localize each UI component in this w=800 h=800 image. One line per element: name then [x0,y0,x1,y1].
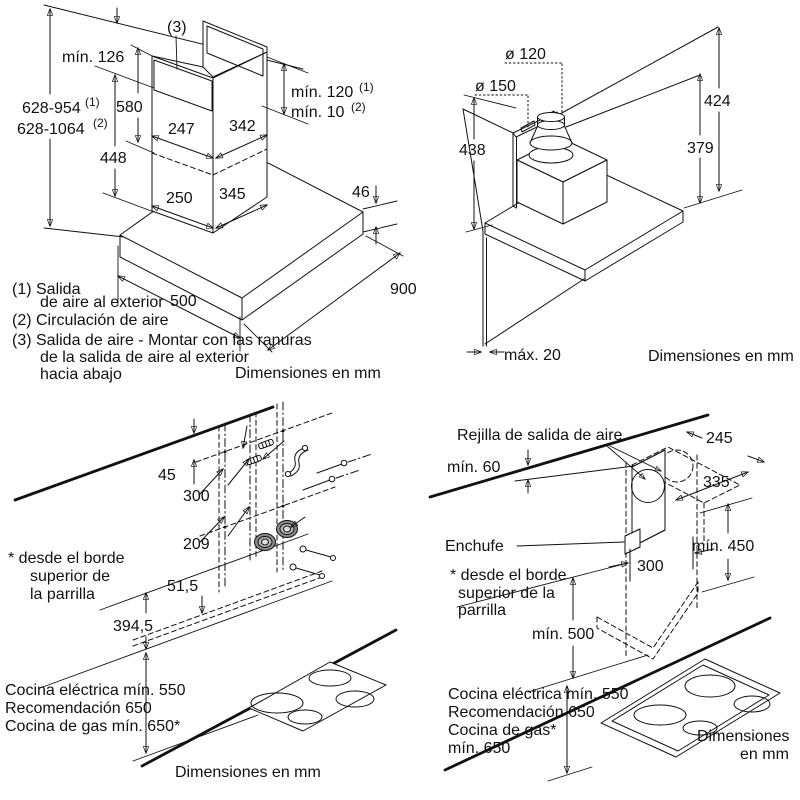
tl-dim-580: 580 [116,99,143,116]
br-units-note-line1: Dimensiones [697,728,789,745]
bl-dim-300: 300 [183,488,210,505]
br-cooker-recommended: Recomendación 650 [448,704,595,721]
bl-cooker-gas: Cocina de gas mín. 650* [5,718,180,735]
tr-dim-max20: máx. 20 [504,347,561,364]
tl-dim-range1: 628-954 [22,100,81,117]
br-cooker-electric: Cocina eléctrica mín. 550 [448,686,629,703]
tr-soffit-beam [559,26,719,128]
br-dim-335: 335 [703,474,730,491]
tl-dim-345: 345 [219,186,246,203]
tl-note-1a: (1) Salida [12,281,81,298]
br-duct-opening [631,469,665,503]
tl-dim-range1-sup: (1) [85,95,100,109]
tl-dim-min120-sup: (1) [359,80,374,94]
tr-units-note: Dimensiones en mm [648,348,794,365]
bl-dim-45: 45 [158,467,176,484]
tl-note-2: (2) Circulación de aire [12,312,169,329]
tr-wall [462,108,585,347]
tl-units-note: Dimensiones en mm [235,365,381,382]
br-dimension-lines [514,431,765,774]
bl-ceiling-line [13,405,275,502]
tr-dim-dia120: ø 120 [505,46,546,63]
bl-cooktop [140,628,398,768]
br-dim-245: 245 [706,430,733,447]
tl-dim-46: 46 [352,184,370,201]
tl-diagram: mín. 126 628-954 (1) 628-1064 (2) 580 44… [12,4,417,383]
tl-dim-247: 247 [168,121,195,138]
br-dim-min60: mín. 60 [447,459,500,476]
tl-note-3c: hacia abajo [40,366,122,383]
tl-dim-448: 448 [100,150,127,167]
br-dim-min450: mín. 450 [692,538,754,555]
tr-plate-slot-1 [520,120,536,133]
tl-dim-500: 500 [170,293,197,310]
br-note-line1: * desde el borde [450,567,567,584]
br-note-line3: parrilla [458,602,506,619]
tl-vent-grille-front [153,59,213,112]
tr-dim-424: 424 [704,93,731,110]
tl-dim-900: 900 [390,281,417,298]
tl-dimension-lines [43,7,404,353]
br-grate-top-reference [527,654,649,693]
br-cooker-gas-min: mín. 650 [448,740,510,757]
tl-note-3a: (3) Salida de aire - Montar con las ranu… [12,332,312,349]
br-cooktop [443,616,781,772]
bl-units-note: Dimensiones en mm [175,764,321,781]
bl-template-lines [132,401,336,647]
tr-diagram: ø 120 ø 150 438 424 379 máx. 20 Dimensio… [459,26,794,365]
br-diagram: Rejilla de salida de aire mín. 60 245 33… [428,413,789,782]
br-air-grille [624,449,666,555]
tl-vent-grille-back [206,25,264,77]
bl-dimension-lines [142,418,306,754]
tr-dim-438: 438 [459,142,486,159]
tr-diameter-leaders [474,62,563,130]
br-note-line2: superior de la [458,585,555,602]
br-ceiling-line [428,413,710,499]
br-label-rejilla: Rejilla de salida de aire [457,427,623,444]
bl-note-line2: superior de [30,568,110,585]
br-cooker-gas: Cocina de gas* [448,722,557,739]
tl-dim-342: 342 [229,118,256,135]
tl-dim-min120: mín. 120 [291,84,353,101]
bl-diagram: 45 300 209 51,5 394,5 * desde el borde s… [5,401,398,781]
br-hood-dashed [596,581,699,660]
bl-grate-top-reference [39,580,333,689]
br-dim-300: 300 [637,558,664,575]
br-units-note-line2: en mm [740,746,789,763]
br-leader-lines [516,445,662,547]
tl-dim-range2: 628-1064 [17,121,85,138]
tr-dim-379: 379 [687,140,714,157]
bl-note-line1: * desde el borde [8,550,125,567]
bl-mounting-hardware [246,438,373,579]
tl-dim-min10: mín. 10 [291,104,344,121]
bl-bracket [286,447,305,475]
tl-note-3b: de la salida de aire al exterior [40,349,250,366]
tl-callout-3: (3) [167,19,187,36]
bl-cooker-electric: Cocina eléctrica mín. 550 [5,682,186,699]
tl-note-1b: de aire al exterior [40,294,164,311]
tr-duct-adapter [528,112,574,164]
tl-dim-min10-sup: (2) [351,100,366,114]
bl-dim-51-5: 51,5 [167,578,198,595]
bl-note-line3: la parrilla [30,586,95,603]
br-label-enchufe: Enchufe [445,538,504,555]
bl-cooker-recommended: Recomendación 650 [5,700,152,717]
bl-dim-394-5: 394,5 [113,618,153,635]
tl-dim-min126: mín. 126 [62,49,124,66]
tl-dim-250: 250 [166,190,193,207]
tl-dim-range2-sup: (2) [93,116,108,130]
bl-dim-209: 209 [183,536,210,553]
tr-dim-dia150: ø 150 [475,78,516,95]
br-hood-bottom-reference [456,562,629,608]
br-cooktop-reference [547,766,593,782]
tr-dimension-lines [463,27,743,356]
br-socket-area [624,528,641,555]
br-dim-min500: mín. 500 [532,626,594,643]
